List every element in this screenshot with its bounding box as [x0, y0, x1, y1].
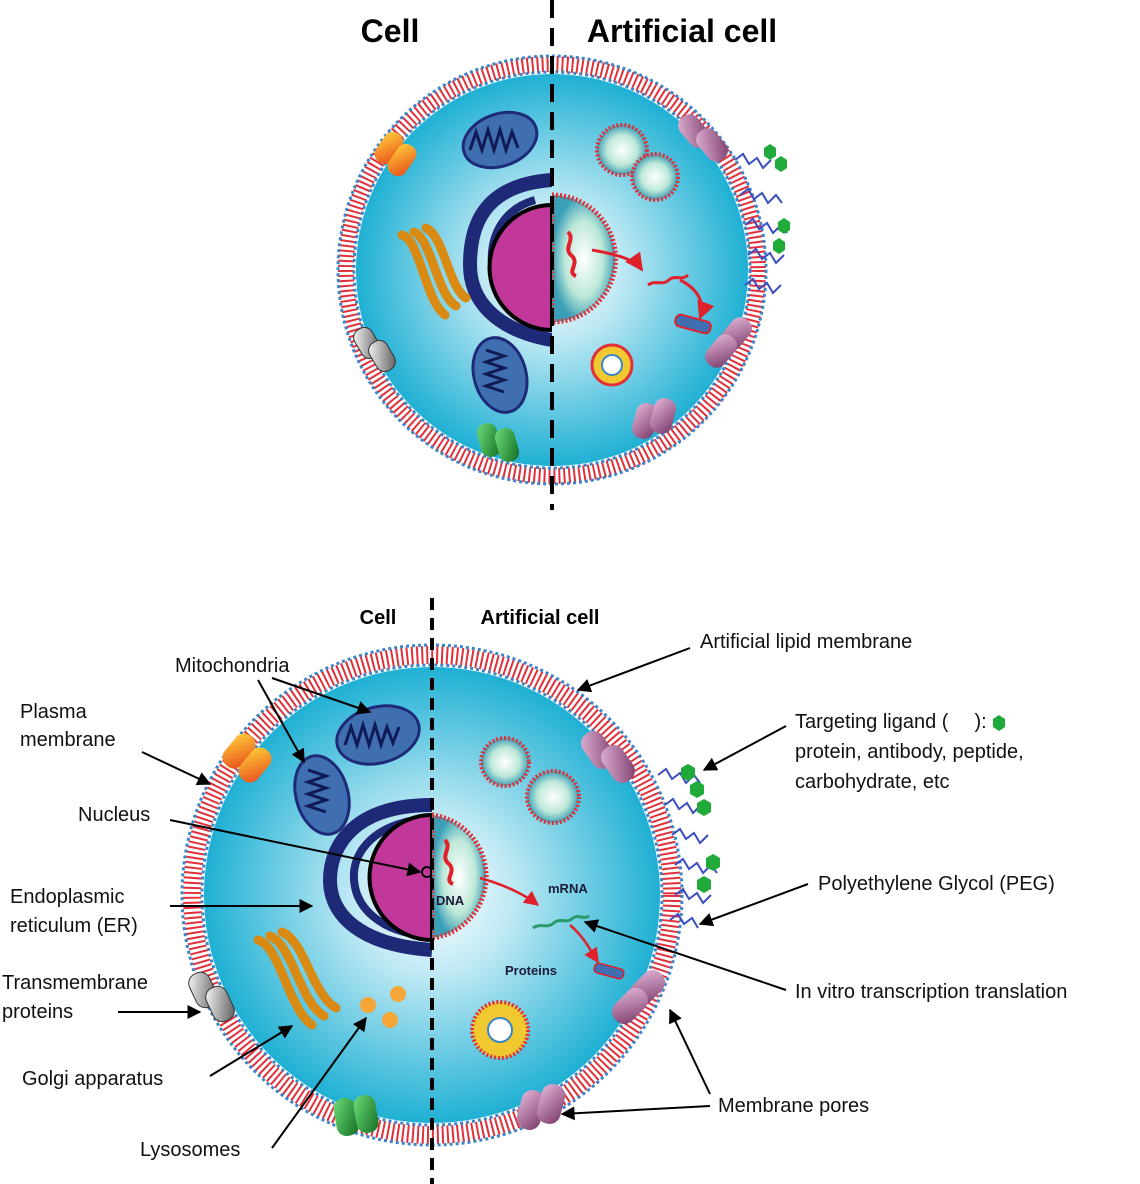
top-golgi-apparatus	[397, 223, 471, 320]
top-mitochondrion-lower	[471, 336, 529, 414]
bottom-mrna-strand	[532, 914, 590, 930]
bottom-membrane-pore-3	[516, 1084, 566, 1130]
label-targeting-ligand-line1: Targeting ligand ():	[795, 711, 987, 733]
label-mrna: mRNA	[548, 881, 588, 896]
label-plasma-membrane-line2: membrane	[20, 729, 116, 751]
bottom-targeting-ligands	[681, 764, 720, 893]
label-in-vitro: In vitro transcription translation	[795, 981, 1067, 1003]
bottom-nucleus	[367, 812, 432, 943]
bottom-protein	[593, 962, 625, 980]
top-nucleus	[487, 202, 552, 333]
top-peg-chains	[734, 152, 788, 295]
label-targeting-ligand-line3: carbohydrate, etc	[795, 771, 950, 793]
top-mrna	[647, 273, 690, 287]
top-dna	[566, 230, 578, 278]
bottom-lysosomes	[360, 986, 406, 1028]
bottom-mitochondrion-left	[293, 754, 351, 836]
label-golgi-apparatus: Golgi apparatus	[22, 1068, 163, 1090]
top-membrane-pore-2	[705, 317, 752, 368]
bottom-panel: Cell Artificial cell	[2, 598, 1067, 1184]
ligand-legend-icon	[993, 715, 1005, 731]
top-protein	[674, 313, 712, 335]
label-nucleus: Nucleus	[78, 804, 150, 826]
top-grey-channel	[353, 326, 396, 373]
label-membrane-pores: Membrane pores	[718, 1095, 869, 1117]
label-peg: Polyethylene Glycol (PEG)	[818, 873, 1055, 895]
top-targeting-ligands	[764, 144, 790, 254]
bottom-green-channel	[333, 1094, 379, 1137]
top-mitochondrion-upper	[461, 110, 539, 170]
label-artificial-lipid-membrane: Artificial lipid membrane	[700, 631, 912, 653]
label-er-line2: reticulum (ER)	[10, 915, 138, 937]
bottom-mitochondrion-upper	[335, 704, 421, 766]
label-plasma-membrane-line1: Plasma	[20, 701, 88, 723]
bottom-grey-channel	[188, 971, 235, 1023]
bottom-orange-channel	[222, 733, 272, 783]
bottom-membrane-pore-2	[611, 969, 666, 1025]
bottom-vesicle-1	[479, 736, 531, 788]
top-vesicle-2	[630, 152, 680, 202]
label-targeting-ligand-line1-b: ):	[974, 711, 986, 733]
label-proteins: Proteins	[505, 963, 557, 978]
bottom-endoplasmic-reticulum	[322, 798, 432, 957]
label-targeting-ligand-line1-a: Targeting ligand (	[795, 711, 949, 733]
top-green-channel	[476, 423, 520, 462]
bottom-header-cell: Cell	[360, 607, 397, 629]
top-artificial-nucleus	[552, 192, 618, 325]
label-lysosomes: Lysosomes	[140, 1139, 240, 1161]
top-header-artificial-cell: Artificial cell	[587, 13, 777, 49]
top-header-cell: Cell	[361, 13, 420, 49]
top-orange-channel	[374, 131, 417, 177]
top-membrane-pore-1	[678, 114, 728, 162]
label-er-line1: Endoplasmic	[10, 886, 125, 908]
label-mitochondria: Mitochondria	[175, 655, 290, 677]
bottom-golgi-apparatus	[253, 927, 341, 1030]
label-transmembrane-line2: proteins	[2, 1001, 73, 1023]
label-transmembrane-line1: Transmembrane	[2, 972, 148, 994]
label-targeting-ligand-line2: protein, antibody, peptide,	[795, 741, 1024, 763]
top-membrane-pore-3	[631, 398, 677, 439]
label-dna: DNA	[436, 893, 465, 908]
top-panel: Cell Artificial cell	[336, 0, 790, 510]
bottom-membrane-pore-1	[581, 731, 635, 783]
bottom-dna-strand	[443, 838, 455, 886]
bottom-header-artificial-cell: Artificial cell	[481, 607, 600, 629]
bottom-vesicle-2	[525, 769, 581, 825]
top-vesicle-1	[595, 123, 649, 177]
